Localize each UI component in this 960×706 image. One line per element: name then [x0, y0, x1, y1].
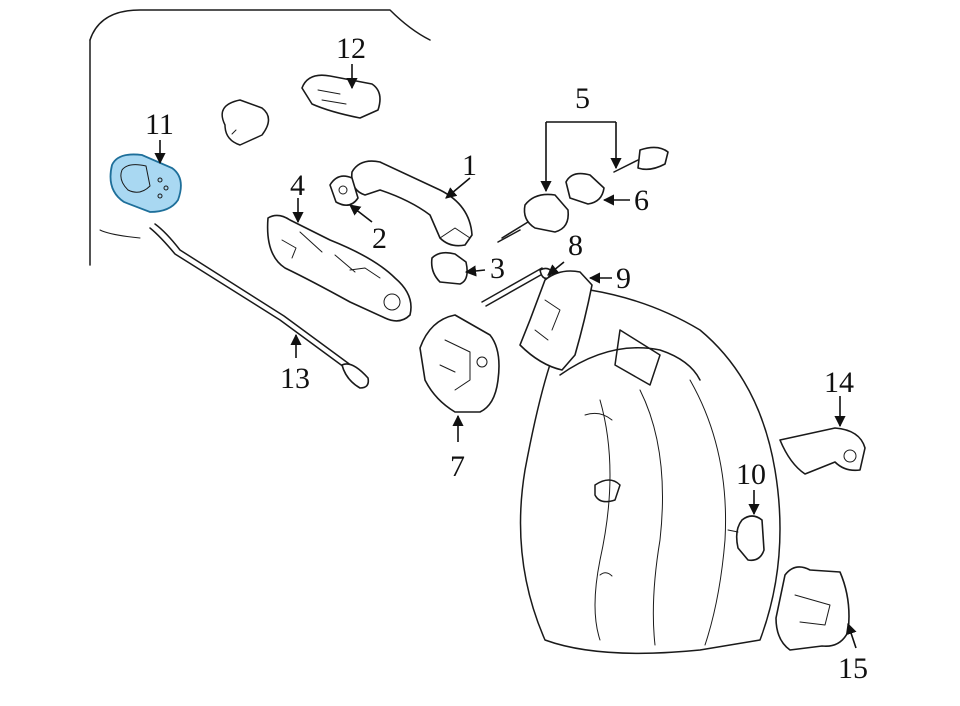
part-9-latch-housing — [519, 270, 593, 371]
callout-8: 8 — [568, 229, 583, 262]
callout-12: 12 — [336, 32, 366, 65]
callout-3: 3 — [490, 252, 505, 285]
callout-5: 5 — [575, 82, 590, 115]
callout-15: 15 — [838, 652, 868, 685]
door-shell — [519, 289, 781, 655]
part-12-pull-cup — [301, 74, 381, 119]
callout-2: 2 — [372, 222, 387, 255]
part-15-striker — [775, 566, 850, 651]
callout-labels: 1 2 3 4 5 6 7 8 9 10 11 12 13 14 15 — [145, 32, 868, 685]
part-13-cable — [149, 223, 370, 389]
part-14-striker-bracket — [779, 427, 866, 475]
callout-arrows — [154, 64, 857, 649]
callout-14: 14 — [824, 366, 854, 399]
part-4-handle-bracket — [266, 214, 412, 322]
callout-4: 4 — [290, 169, 305, 202]
callout-10: 10 — [736, 458, 766, 491]
callout-1: 1 — [462, 149, 477, 182]
callout-13: 13 — [280, 362, 310, 395]
part-11-inside-handle — [109, 153, 182, 213]
part-7-latch-assembly — [419, 314, 500, 413]
callout-11: 11 — [145, 108, 174, 141]
part-3-handle-pad — [430, 251, 468, 285]
part-5-lock-cylinder — [497, 193, 570, 243]
part-5-key — [613, 146, 669, 173]
door-inner-panel — [89, 9, 431, 266]
callout-6: 6 — [634, 184, 649, 217]
part-10-bumper — [727, 515, 765, 562]
callout-7: 7 — [450, 450, 465, 483]
part-6-cylinder-cover — [565, 172, 605, 205]
part-1-outside-handle — [350, 160, 473, 247]
part-2-handle-clip — [329, 175, 359, 206]
callout-9: 9 — [616, 262, 631, 295]
